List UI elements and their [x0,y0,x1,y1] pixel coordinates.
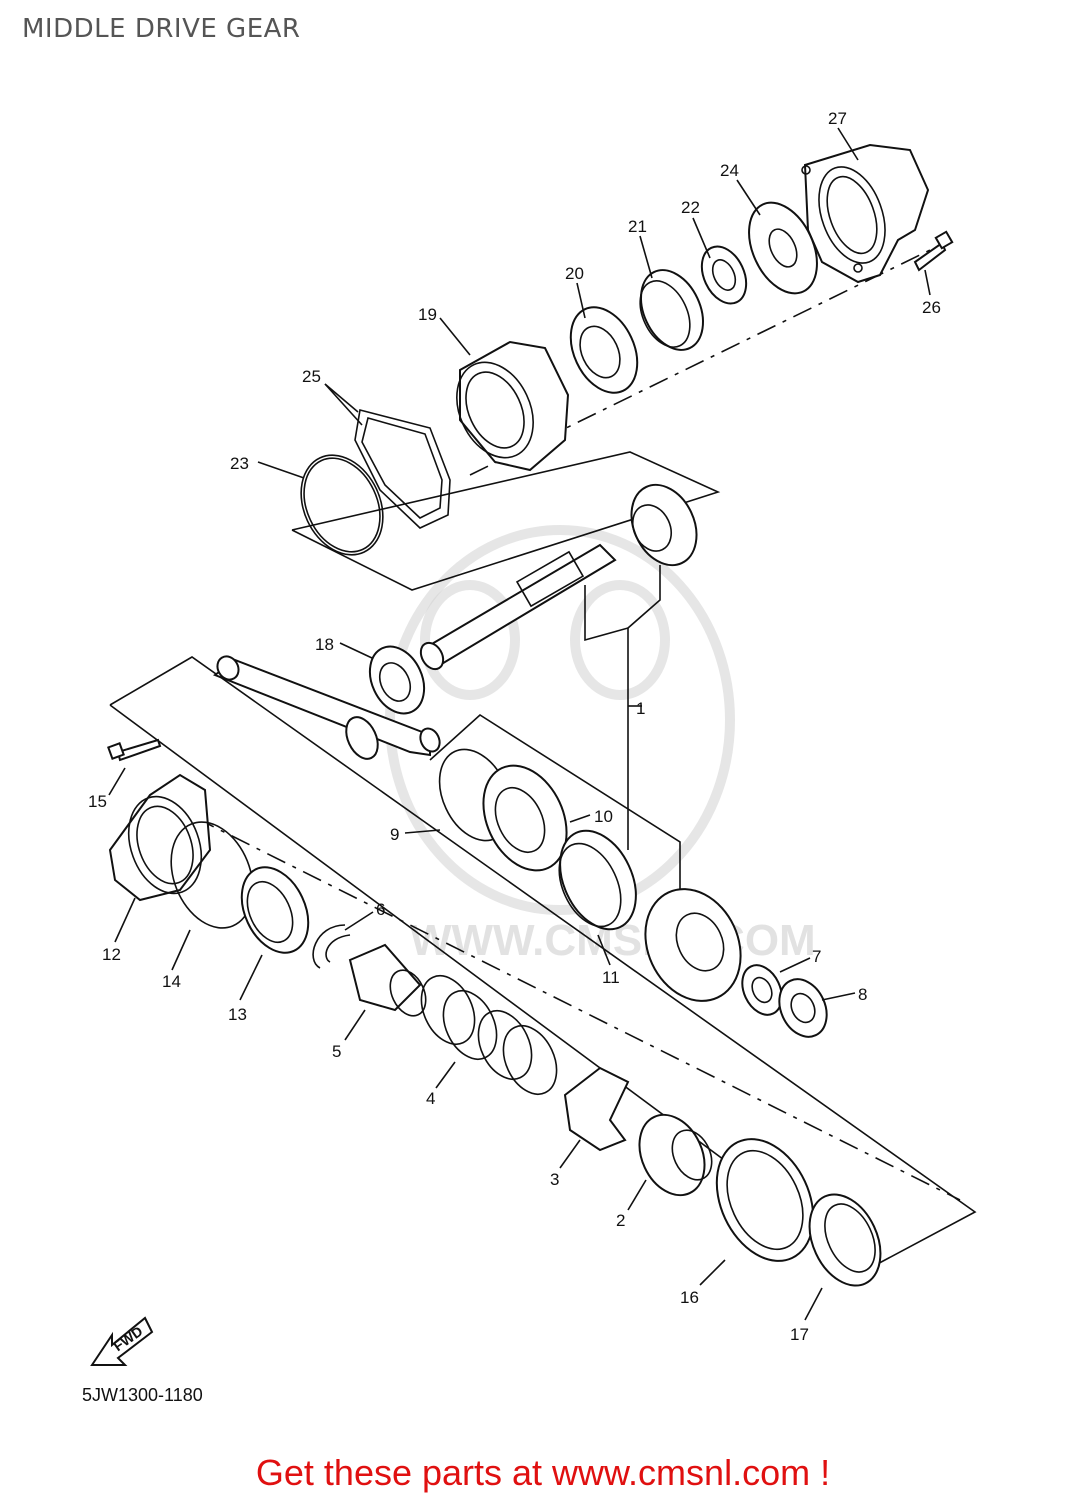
part-2-gear [638,1113,713,1197]
part-17-oil-seal [808,1193,882,1287]
callout-16: 16 [680,1288,699,1307]
callout-5: 5 [332,1042,341,1061]
part-12-housing [108,773,212,902]
part-5-collar [348,943,427,1017]
callout-12: 12 [102,945,121,964]
part-11-race [558,829,637,931]
callout-1: 1 [636,699,645,718]
callout-24: 24 [720,161,739,180]
part-1-upper-shaft [419,483,698,671]
callout-22: 22 [681,198,700,217]
callout-19: 19 [418,305,437,324]
callout-25: 25 [302,367,321,386]
part-20-bearing [569,306,639,394]
part-14-o-ring [170,821,254,929]
part-21-race [639,269,704,351]
part-19-bearing-housing [456,340,570,472]
callout-6: 6 [376,900,385,919]
callout-3: 3 [550,1170,559,1189]
part-23-o-ring [300,454,384,556]
part-3-cam [563,1066,630,1152]
callout-23: 23 [230,454,249,473]
callout-8: 8 [858,985,867,1004]
callout-13-14: 14 [162,972,181,991]
callout-10: 10 [594,807,613,826]
part-22-nut [700,245,748,305]
callout-13: 13 [228,1005,247,1024]
callout-9: 9 [390,825,399,844]
diagram-title: MIDDLE DRIVE GEAR [22,14,301,44]
part-18-bearing [368,645,426,715]
part-1-lower-shaft [212,655,441,760]
part-24-plate [748,201,818,295]
leader-lines [108,127,931,1321]
callout-2: 2 [616,1211,625,1230]
part-8-nut [778,978,828,1038]
part-16-ring-gear [715,1138,815,1262]
part-10-bearing [482,764,568,872]
part-15-bolt [107,738,162,762]
callout-4: 4 [426,1089,435,1108]
callout-26: 26 [922,298,941,317]
callout-7: 7 [812,947,821,966]
callout-18: 18 [315,635,334,654]
callout-17: 17 [790,1325,809,1344]
callout-21: 21 [628,217,647,236]
part-1-bevel-gear [644,888,742,1002]
part-7-lock-washer [741,964,783,1016]
exploded-parts-diagram: WWW.CMSNL.COM [82,109,977,1405]
callout-11: 11 [602,968,620,987]
callout-numbers: 1 2 3 4 5 6 7 8 9 10 11 12 14 13 15 16 1… [88,109,941,1344]
part-27-housing [801,143,930,284]
part-6-circlip [312,924,351,969]
callout-20: 20 [565,264,584,283]
callout-15: 15 [88,792,107,811]
diagram-code: 5JW1300-1180 [82,1385,203,1405]
part-25-gasket [354,409,451,529]
footer-link[interactable]: Get these parts at www.cmsnl.com ! [255,1452,831,1493]
callout-27: 27 [828,109,847,128]
fwd-arrow: FWD [90,1316,154,1366]
part-4-spring [420,975,558,1095]
part-26-bolt [913,230,954,272]
part-13-oil-seal [240,866,310,954]
